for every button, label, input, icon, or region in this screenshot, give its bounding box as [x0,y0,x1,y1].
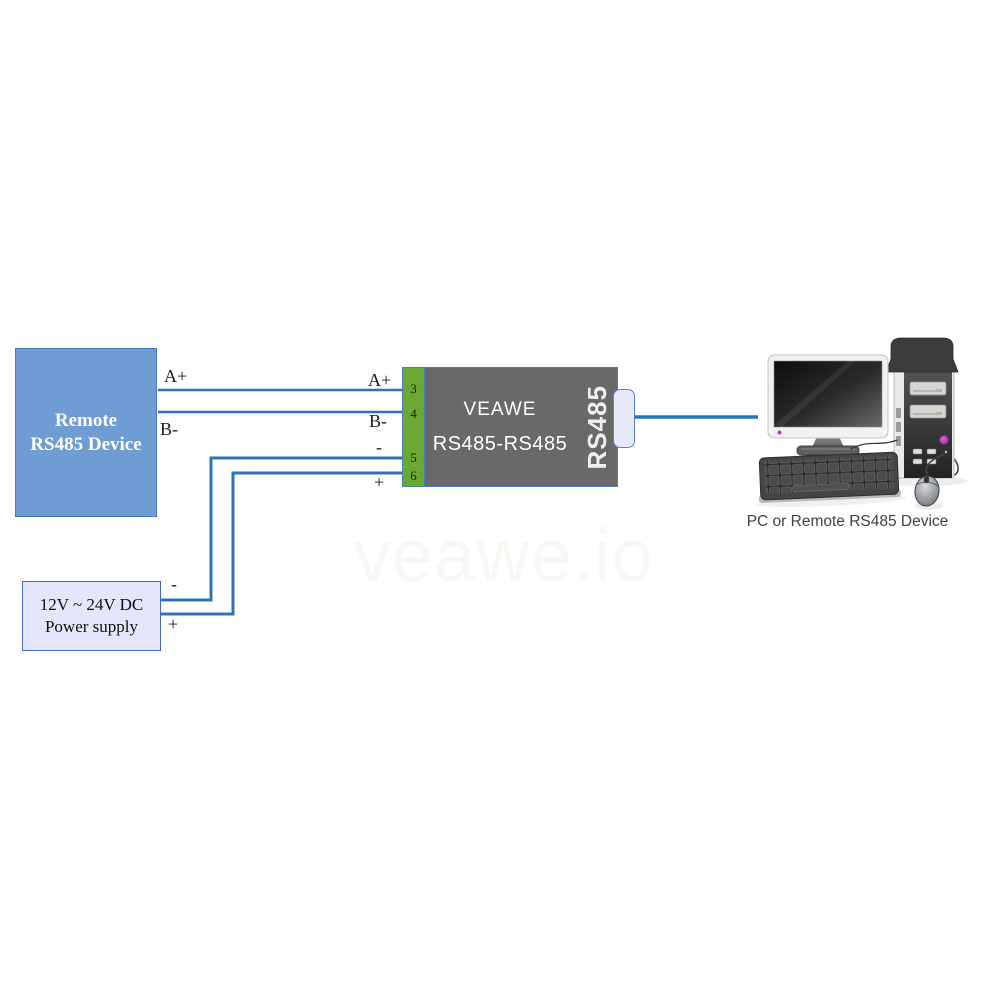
terminal-pin-5: 5 [410,450,417,465]
label-plus-right: + [374,472,385,492]
label-b-minus-left: B- [160,419,178,439]
monitor-logo-icon [777,430,782,435]
power-supply-label: 12V ~ 24V DC Power supply [39,594,144,636]
terminal-pin-3: 3 [410,381,417,396]
label-b-minus-right: B- [369,411,387,431]
converter-body: VEAWE RS485-RS485 RS485 [425,367,618,487]
rs485-connector [613,389,635,448]
pc-illustration [756,337,968,510]
terminal-pin-6: 6 [410,468,417,483]
power-supply-box: 12V ~ 24V DC Power supply [22,581,161,651]
watermark-text: veawe.io [354,514,655,597]
pc-keyboard [756,439,907,507]
wire-minus [160,456,402,602]
converter-brand: VEAWE [463,398,537,420]
converter-port-label-wrap: RS485 [577,368,617,486]
label-a-plus-right: A+ [368,370,392,390]
power-button-icon [939,435,949,445]
terminal-pin-4: 4 [410,406,417,421]
remote-rs485-device-box: Remote RS485 Device [15,348,157,517]
converter-text: VEAWE RS485-RS485 [425,368,575,486]
label-a-plus-left: A+ [164,366,188,386]
terminal-strip: 3 4 5 6 [402,367,425,487]
label-minus-right: - [376,437,382,457]
wire-plus [160,471,402,616]
label-minus-supply: - [171,574,177,594]
pc-monitor [767,354,889,456]
wires [158,388,758,616]
pc-tower [880,337,968,486]
label-plus-supply: + [168,614,179,634]
mouse-wheel-icon [923,475,930,484]
pc-caption: PC or Remote RS485 Device [746,513,949,530]
converter-model: RS485-RS485 [432,432,568,455]
converter-port-label: RS485 [581,384,612,470]
remote-device-label: Remote RS485 Device [30,409,142,455]
pc-mouse [914,452,947,510]
